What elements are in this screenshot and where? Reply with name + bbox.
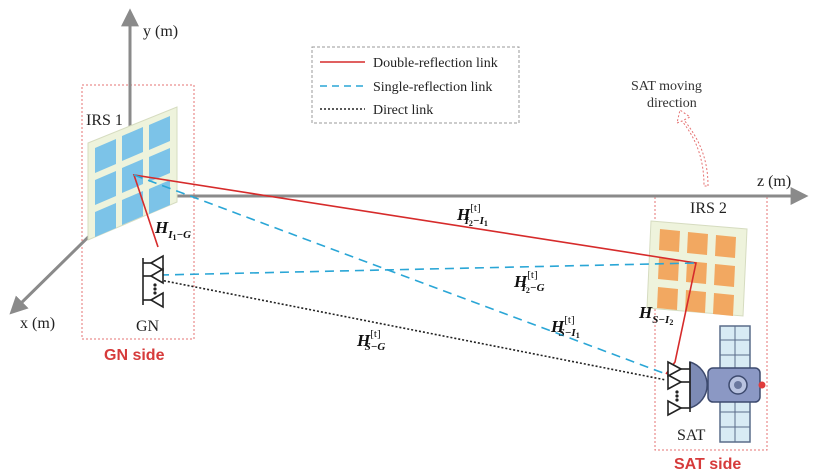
irs2-label: IRS 2	[690, 200, 727, 217]
label-h-i2-g: H[t]I2−G	[513, 269, 545, 295]
legend: Double-reflection link Single-reflection…	[311, 46, 520, 124]
label-h-i2-i1: H[t]I2−I1	[456, 202, 488, 228]
sat-label: SAT	[677, 427, 706, 444]
sat-moving-line2: direction	[647, 96, 697, 111]
sat-side-label: SAT side	[674, 456, 741, 472]
sat-moving-line1: SAT moving	[631, 79, 702, 94]
sat-moving-arrow	[676, 109, 709, 187]
irs1-label: IRS 1	[86, 112, 123, 129]
gn-label: GN	[136, 318, 160, 335]
single-reflection-link-irs1-sat	[133, 174, 667, 375]
legend-box	[311, 46, 520, 124]
irs1-panel	[87, 106, 178, 241]
irs2-panel	[646, 220, 748, 317]
gn-side-label: GN side	[104, 347, 165, 364]
y-axis-label: y (m)	[143, 23, 178, 40]
z-axis-label: z (m)	[757, 173, 791, 190]
label-h-s-i2: HS−I2	[638, 303, 673, 327]
legend-single-label: Single-reflection link	[373, 80, 492, 95]
links	[132, 174, 697, 381]
gn-side-box	[81, 84, 195, 340]
legend-double-label: Double-reflection link	[373, 56, 498, 71]
label-h-s-g: H[t]S−G	[356, 328, 385, 353]
label-h-s-i1: H[t]S−I1	[550, 314, 580, 340]
direct-link	[159, 279, 667, 381]
satellite-icon	[689, 325, 766, 443]
legend-direct-label: Direct link	[373, 103, 433, 118]
label-h-i1-g: HI1−G	[154, 218, 191, 242]
single-reflection-link-irs2-gn	[159, 262, 697, 276]
x-axis-label: x (m)	[20, 315, 55, 332]
double-reflection-link	[132, 174, 697, 375]
sat-antenna-array	[667, 360, 691, 417]
gn-antenna-array	[142, 254, 164, 309]
